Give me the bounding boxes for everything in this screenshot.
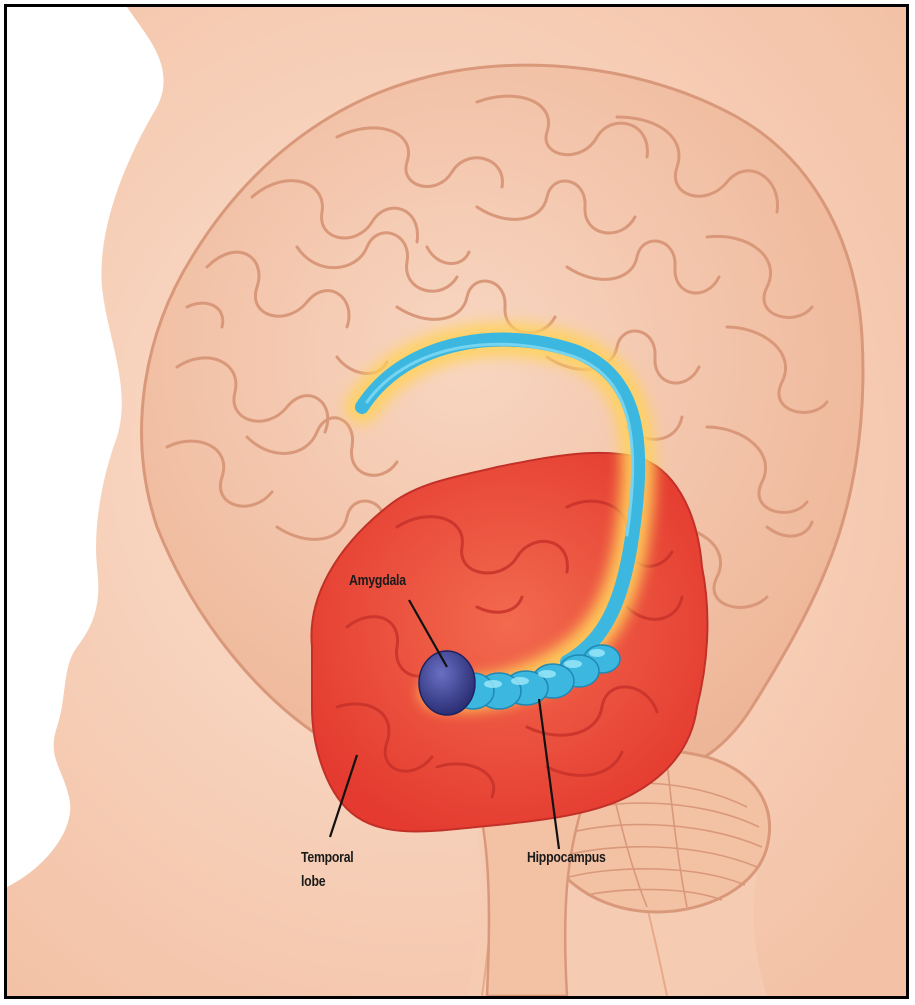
- temporal-lobe-label-line1: Temporal: [301, 847, 353, 869]
- temporal-lobe-label-line2: lobe: [301, 871, 325, 893]
- amygdala: [419, 651, 475, 715]
- figure-frame: Amygdala Hippocampus Temporal lobe: [4, 4, 909, 999]
- amygdala-label: Amygdala: [349, 570, 406, 592]
- brain-illustration: [7, 7, 906, 996]
- hippocampus-label: Hippocampus: [527, 847, 606, 869]
- brainstem: [477, 797, 582, 996]
